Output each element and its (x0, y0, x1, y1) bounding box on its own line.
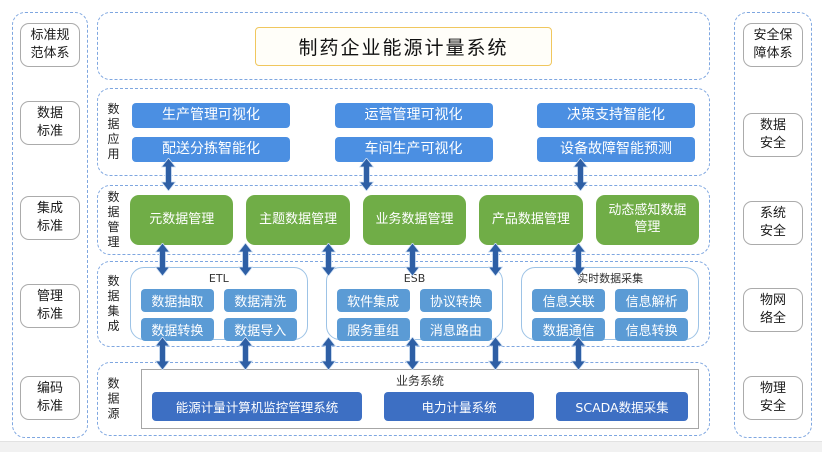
diagram-title: 制药企业能源计量系统 (255, 26, 552, 66)
title-region: 制药企业能源计量系统 (97, 12, 710, 80)
mgmt-box-metadata: 元数据管理 (130, 195, 234, 245)
app-box-decision-support: 决策支持智能化 (537, 102, 695, 128)
data-application-layer: 数 据 应 用 生产管理可视化 配送分拣智能化 运营管理可视化 车间生产可视化 … (97, 88, 710, 176)
esb-group-title: ESB (403, 272, 426, 285)
data-application-label: 数 据 应 用 (107, 102, 120, 161)
esb-group: ESB 软件集成 协议转换 服务重组 消息路由 (325, 267, 504, 341)
bottom-strip (0, 441, 822, 452)
standards-panel: 标准规 范体系 数据 标准 集成 标准 管理 标准 编码 标准 (12, 12, 88, 438)
security-panel-title: 安全保 障体系 (743, 23, 803, 68)
etl-cell-load: 数据导入 (223, 318, 297, 341)
data-source-layer: 数 据 源 业务系统 能源计量计算机监控管理系统 电力计量系统 SCADA数据采… (97, 362, 710, 436)
realtime-group-title: 实时数据采集 (577, 272, 644, 285)
application-grid: 生产管理可视化 配送分拣智能化 运营管理可视化 车间生产可视化 决策支持智能化 … (132, 89, 695, 175)
app-box-workshop-visualization: 车间生产可视化 (334, 136, 493, 162)
etl-group-title: ETL (208, 272, 229, 285)
source-box-power-metering-system: 电力计量系统 (384, 392, 534, 421)
application-column: 运营管理可视化 车间生产可视化 (334, 102, 493, 162)
mgmt-box-business-data: 业务数据管理 (362, 195, 467, 245)
security-item-physical: 物理 安全 (743, 376, 803, 421)
security-item-data: 数据 安全 (743, 113, 803, 158)
app-box-production-visualization: 生产管理可视化 (132, 102, 290, 128)
mgmt-box-dynamic-sensing: 动态感知数据 管理 (595, 195, 700, 245)
data-management-label: 数 据 管 理 (107, 190, 120, 249)
etl-cell-clean: 数据清洗 (223, 289, 297, 312)
application-column: 生产管理可视化 配送分拣智能化 (132, 102, 290, 162)
esb-cell-protocol-conversion: 协议转换 (419, 289, 493, 312)
rt-cell-info-parsing: 信息解析 (615, 289, 689, 312)
data-integration-layer: 数 据 集 成 ETL 数据抽取 数据清洗 数据转换 数据导入 ESB 软件集成… (97, 261, 710, 347)
etl-cell-transform: 数据转换 (141, 318, 214, 341)
standards-item-data: 数据 标准 (20, 101, 80, 146)
security-item-system: 系统 安全 (743, 201, 803, 246)
data-integration-label: 数 据 集 成 (107, 274, 120, 333)
app-box-fault-prediction: 设备故障智能预测 (537, 136, 695, 162)
standards-item-coding: 编码 标准 (20, 376, 80, 421)
app-box-delivery-sorting: 配送分拣智能化 (132, 136, 290, 162)
mgmt-box-product-data: 产品数据管理 (479, 195, 583, 245)
etl-cell-extract: 数据抽取 (141, 289, 214, 312)
integration-row: ETL 数据抽取 数据清洗 数据转换 数据导入 ESB 软件集成 协议转换 服务… (130, 267, 700, 341)
data-management-layer: 数 据 管 理 元数据管理 主题数据管理 业务数据管理 产品数据管理 动态感知数… (97, 185, 710, 255)
security-item-network: 物网 络全 (743, 288, 803, 333)
rt-cell-info-conversion: 信息转换 (615, 318, 689, 341)
application-column: 决策支持智能化 设备故障智能预测 (537, 102, 695, 162)
standards-item-integration: 集成 标准 (20, 196, 80, 241)
etl-group: ETL 数据抽取 数据清洗 数据转换 数据导入 (130, 267, 308, 341)
standards-item-management: 管理 标准 (20, 284, 80, 329)
source-box-scada-collection: SCADA数据采集 (556, 392, 688, 421)
standards-panel-title: 标准规 范体系 (20, 23, 80, 68)
app-box-operations-visualization: 运营管理可视化 (334, 102, 493, 128)
management-row: 元数据管理 主题数据管理 业务数据管理 产品数据管理 动态感知数据 管理 (130, 195, 700, 245)
realtime-collection-group: 实时数据采集 信息关联 信息解析 数据通信 信息转换 (521, 267, 700, 341)
data-source-label: 数 据 源 (107, 376, 120, 421)
esb-grid: 软件集成 协议转换 服务重组 消息路由 (336, 289, 493, 341)
rt-cell-data-communication: 数据通信 (532, 318, 606, 341)
rt-cell-info-association: 信息关联 (532, 289, 606, 312)
esb-cell-message-routing: 消息路由 (419, 318, 493, 341)
mgmt-box-subject-data: 主题数据管理 (246, 195, 350, 245)
source-box-energy-monitoring-system: 能源计量计算机监控管理系统 (152, 392, 362, 421)
business-systems-box: 业务系统 能源计量计算机监控管理系统 电力计量系统 SCADA数据采集 (141, 369, 699, 429)
esb-cell-service-recomposition: 服务重组 (336, 318, 410, 341)
etl-grid: 数据抽取 数据清洗 数据转换 数据导入 (141, 289, 297, 341)
security-panel: 安全保 障体系 数据 安全 系统 安全 物网 络全 物理 安全 (734, 12, 812, 438)
esb-cell-software-integration: 软件集成 (336, 289, 410, 312)
business-systems-title: 业务系统 (395, 374, 444, 388)
realtime-grid: 信息关联 信息解析 数据通信 信息转换 (532, 289, 689, 341)
business-systems-row: 能源计量计算机监控管理系统 电力计量系统 SCADA数据采集 (152, 392, 688, 421)
